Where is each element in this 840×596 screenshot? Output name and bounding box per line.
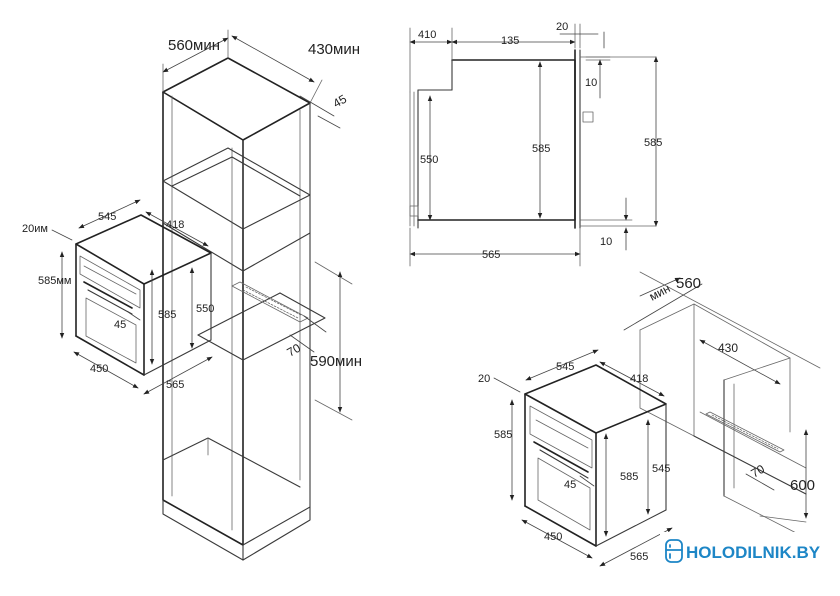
side-top-gap-label: 10 <box>585 77 597 89</box>
niche-min-label: мин <box>647 281 673 303</box>
oven-left <box>75 214 212 376</box>
oven-right-bottom-depth-label: 565 <box>630 551 648 563</box>
niche-height-label: 600 <box>790 477 815 494</box>
side-front-label: 410 <box>418 29 436 41</box>
oven-right-body-height-label: 545 <box>652 463 670 475</box>
cabinet-depth-label: 430мин <box>308 41 360 58</box>
cabinet-dimensions: 560мин 430мин 45 590мин 70 <box>162 29 362 421</box>
oven-right-bottom-width-label: 450 <box>544 531 562 543</box>
oven-side-view-dimensions: 410 135 20 10 550 585 585 10 565 <box>409 21 662 267</box>
oven-right-door-label: 45 <box>564 479 576 491</box>
side-body-label: 550 <box>420 154 438 166</box>
cabinet-vent-label: 70 <box>285 341 304 360</box>
brand-logo[interactable]: HOLODILNIK.BY <box>660 532 838 570</box>
cabinet-niche-height-label: 590мин <box>310 353 362 370</box>
oven-left-height-label: 585мм <box>38 275 71 287</box>
oven-right-front-depth-label: 20 <box>478 373 490 385</box>
oven-left-door-label: 45 <box>114 319 126 331</box>
side-mid-label: 135 <box>501 35 519 47</box>
oven-left-bottom-depth-label: 565 <box>166 379 184 391</box>
corner-niche <box>639 271 821 539</box>
oven-left-front-depth-label: 20им <box>22 223 48 235</box>
corner-niche-dimensions: мин 560 430 70 600 <box>623 275 815 519</box>
oven-right-height-label: 585 <box>494 429 512 441</box>
side-outer-label: 585 <box>644 137 662 149</box>
niche-vent-label: 70 <box>749 462 768 481</box>
niche-width-label: 560 <box>676 275 701 292</box>
oven-left-dimensions: 20им 545 418 585мм 45 585 550 450 565 <box>22 199 214 395</box>
fridge-icon <box>665 539 683 563</box>
tall-cabinet <box>162 57 326 561</box>
cabinet-back-gap-label: 45 <box>331 92 350 111</box>
oven-side-view <box>409 49 657 229</box>
side-total-depth-label: 565 <box>482 249 500 261</box>
side-inner-label: 585 <box>532 143 550 155</box>
side-bottom-gap-label: 10 <box>600 236 612 248</box>
oven-left-inner-height-label: 585 <box>158 309 176 321</box>
cabinet-width-label: 560мин <box>168 37 220 54</box>
oven-left-body-height-label: 550 <box>196 303 214 315</box>
oven-right <box>524 364 667 547</box>
oven-left-depth-label: 418 <box>166 219 184 231</box>
oven-right-depth-label: 418 <box>630 373 648 385</box>
oven-left-bottom-width-label: 450 <box>90 363 108 375</box>
oven-right-dimensions: 20 545 418 585 45 585 545 450 565 <box>478 349 673 567</box>
brand-logo-text: HOLODILNIK.BY <box>686 543 821 562</box>
oven-left-width-label: 545 <box>98 211 116 223</box>
side-lip-label: 20 <box>556 21 568 33</box>
oven-right-width-label: 545 <box>556 361 574 373</box>
niche-depth-label: 430 <box>718 341 738 355</box>
oven-right-inner-height-label: 585 <box>620 471 638 483</box>
